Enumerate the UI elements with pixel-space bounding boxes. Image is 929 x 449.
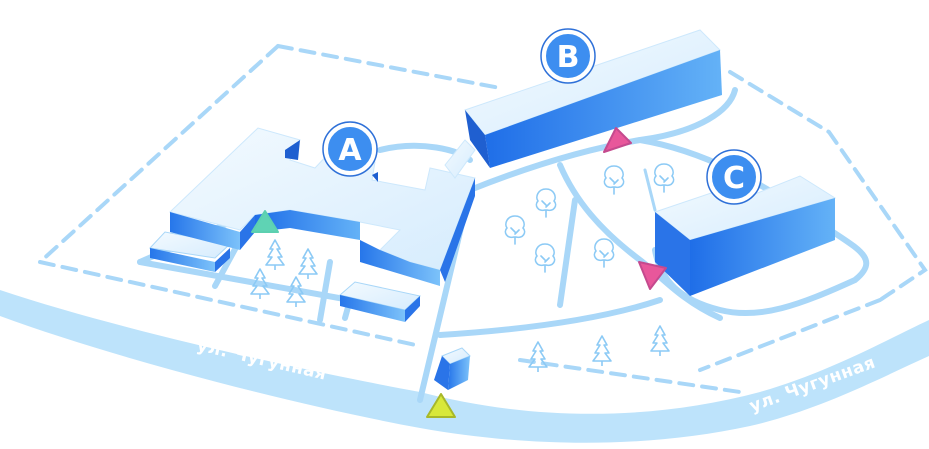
badge-c[interactable]: C [706, 149, 762, 205]
building-b[interactable] [444, 29, 722, 179]
roads [0, 290, 929, 443]
badge-a[interactable]: A [322, 121, 378, 177]
entrance-a-marker[interactable] [251, 210, 279, 233]
entrance-c-marker[interactable] [638, 261, 667, 290]
badge-c-label: C [723, 161, 745, 196]
entrance-main-marker[interactable] [426, 393, 456, 418]
faint-label: Гриль [698, 121, 740, 142]
entrances [251, 127, 667, 418]
badge-b[interactable]: B [540, 28, 596, 84]
badge-a-label: A [338, 133, 362, 168]
entrance-b-marker[interactable] [603, 127, 632, 153]
territory-fence [38, 44, 928, 394]
gatehouse[interactable] [434, 347, 471, 390]
badge-b-label: B [557, 40, 580, 75]
building-a[interactable] [148, 127, 476, 322]
building-c[interactable] [653, 175, 837, 296]
